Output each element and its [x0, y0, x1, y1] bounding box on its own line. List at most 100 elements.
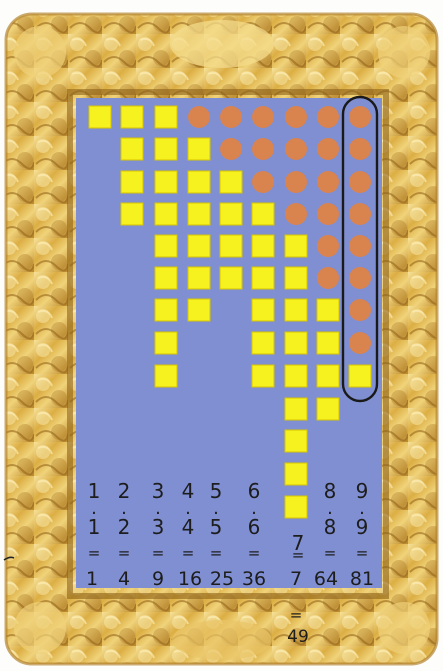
yellow-square — [285, 398, 307, 420]
factor-label: 8 — [324, 515, 337, 539]
yellow-square — [155, 332, 177, 354]
square-result: 7 — [290, 568, 302, 590]
yellow-square — [220, 203, 242, 225]
equals-sign: = — [182, 544, 195, 562]
equals-sign: = — [292, 546, 305, 564]
yellow-square — [317, 365, 339, 387]
orange-circle — [349, 138, 371, 160]
orange-circle — [285, 171, 307, 193]
yellow-square — [155, 365, 177, 387]
equals-sign: = — [290, 606, 303, 624]
square-result: 36 — [242, 568, 266, 590]
factor-label: 9 — [356, 515, 369, 539]
orange-circle — [317, 106, 339, 128]
factor-label: 5 — [210, 515, 223, 539]
yellow-square — [188, 299, 210, 321]
yellow-square — [188, 235, 210, 257]
factor-label: 3 — [152, 515, 165, 539]
yellow-square — [188, 203, 210, 225]
square-result-49: 49 — [287, 627, 309, 647]
orange-circle — [349, 171, 371, 193]
yellow-square — [252, 299, 274, 321]
corner-ornament — [14, 26, 66, 78]
yellow-square — [285, 463, 307, 485]
equals-sign: = — [88, 544, 101, 562]
equals-sign: = — [152, 544, 165, 562]
yellow-square — [285, 365, 307, 387]
factor-label: 2 — [118, 515, 131, 539]
equals-sign: = — [324, 544, 337, 562]
yellow-square — [285, 299, 307, 321]
yellow-square — [252, 203, 274, 225]
yellow-square — [155, 267, 177, 289]
orange-circle — [188, 106, 210, 128]
yellow-square — [285, 235, 307, 257]
square-result: 9 — [152, 568, 164, 590]
orange-circle — [285, 203, 307, 225]
orange-circle — [349, 267, 371, 289]
yellow-square — [220, 235, 242, 257]
orange-circle — [317, 138, 339, 160]
orange-circle — [349, 203, 371, 225]
yellow-square — [155, 106, 177, 128]
square-result: 81 — [350, 568, 374, 590]
yellow-square — [317, 299, 339, 321]
yellow-square — [252, 267, 274, 289]
orange-circle — [349, 299, 371, 321]
factor-label: 4 — [182, 515, 195, 539]
corner-ornament — [378, 602, 430, 654]
yellow-square — [121, 138, 143, 160]
yellow-square — [317, 398, 339, 420]
yellow-square — [252, 235, 274, 257]
square-result: 1 — [86, 568, 98, 590]
orange-circle — [349, 106, 371, 128]
bottom-crest-ornament — [172, 620, 272, 660]
yellow-square — [317, 332, 339, 354]
orange-circle — [349, 332, 371, 354]
yellow-square — [155, 299, 177, 321]
yellow-square — [121, 106, 143, 128]
equals-sign: = — [210, 544, 223, 562]
square-result: 16 — [178, 568, 202, 590]
orange-circle — [317, 171, 339, 193]
square-result: 25 — [210, 568, 234, 590]
yellow-square — [155, 171, 177, 193]
orange-circle — [285, 106, 307, 128]
yellow-square — [252, 365, 274, 387]
yellow-square — [188, 138, 210, 160]
orange-circle — [285, 138, 307, 160]
yellow-square — [285, 430, 307, 452]
yellow-square — [89, 106, 111, 128]
equals-sign: = — [118, 544, 131, 562]
yellow-square — [188, 267, 210, 289]
top-crest-ornament — [170, 20, 274, 68]
orange-circle — [220, 138, 242, 160]
yellow-square — [155, 235, 177, 257]
yellow-square — [349, 365, 371, 387]
yellow-square — [155, 138, 177, 160]
corner-ornament — [14, 602, 66, 654]
equals-sign: = — [356, 544, 369, 562]
yellow-square — [155, 203, 177, 225]
factor-label: 6 — [248, 515, 261, 539]
orange-circle — [317, 203, 339, 225]
yellow-square — [285, 267, 307, 289]
yellow-square — [220, 171, 242, 193]
orange-circle — [349, 235, 371, 257]
yellow-square — [121, 171, 143, 193]
yellow-square — [121, 203, 143, 225]
yellow-square — [285, 332, 307, 354]
equals-sign: = — [248, 544, 261, 562]
orange-circle — [317, 267, 339, 289]
orange-circle — [252, 171, 274, 193]
orange-circle — [220, 106, 242, 128]
corner-ornament — [378, 26, 430, 78]
orange-circle — [252, 138, 274, 160]
yellow-square — [252, 332, 274, 354]
square-result: 4 — [118, 568, 130, 590]
yellow-square — [220, 267, 242, 289]
factor-label: 1 — [88, 515, 101, 539]
orange-circle — [317, 235, 339, 257]
